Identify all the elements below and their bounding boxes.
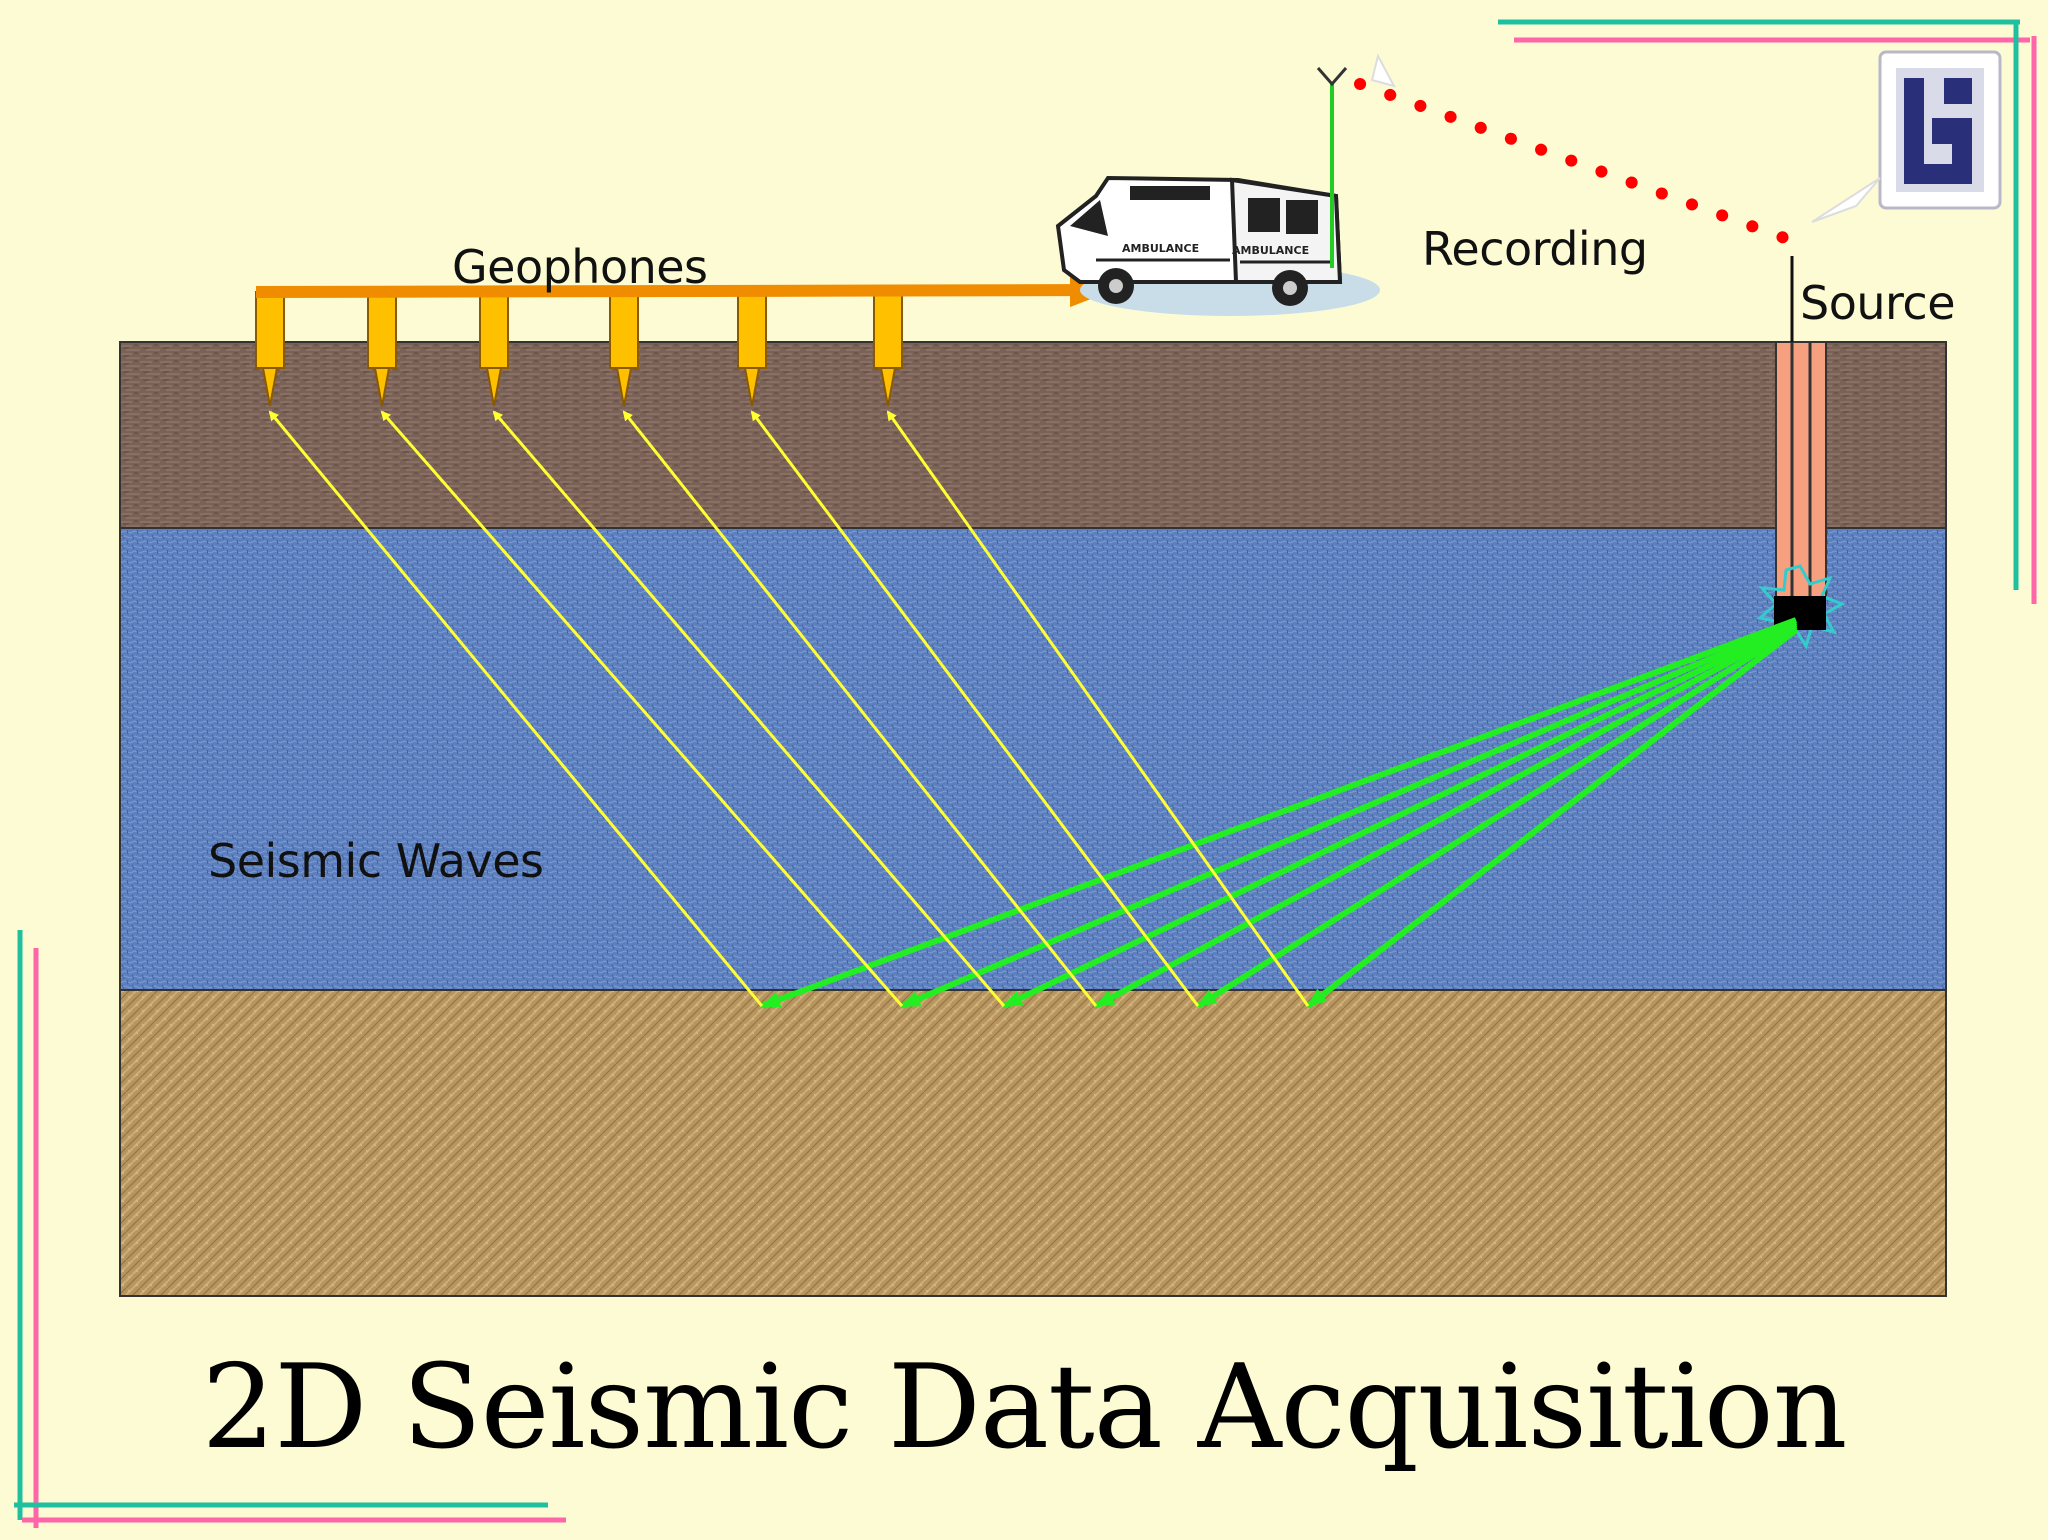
- bottom-layer: [119, 989, 1947, 1297]
- source-label: Source: [1800, 276, 1956, 330]
- slide-title: 2D Seismic Data Acquisition: [201, 1340, 1848, 1475]
- geophone-icon: [367, 291, 397, 407]
- ambulance-rear-text: AMBULANCE: [1232, 244, 1309, 257]
- reflected-rays: [268, 410, 1310, 1007]
- seismic-waves-label: Seismic Waves: [208, 834, 544, 888]
- borehole: [1775, 341, 1827, 599]
- ambulance-side-text: AMBULANCE: [1122, 242, 1199, 255]
- logo-icon: [1878, 50, 2002, 210]
- ambulance-icon: AMBULANCE AMBULANCE: [1055, 175, 1380, 316]
- cable-arrow: [255, 273, 1114, 308]
- geophone-icon: [609, 291, 639, 407]
- antenna-icon: [1316, 67, 1348, 268]
- radio-link: [1354, 53, 1881, 246]
- geophones-label: Geophones: [452, 240, 708, 294]
- recording-label: Recording: [1422, 222, 1648, 276]
- middle-layer: [119, 527, 1947, 991]
- incident-rays: [760, 617, 1798, 1009]
- geophone-icon: [737, 291, 767, 407]
- frame-lines: [14, 19, 2037, 1528]
- geophone-icon: [255, 291, 285, 407]
- geophone-array: [255, 291, 903, 407]
- surface-layer: [119, 341, 1947, 529]
- geophone-icon: [873, 291, 903, 407]
